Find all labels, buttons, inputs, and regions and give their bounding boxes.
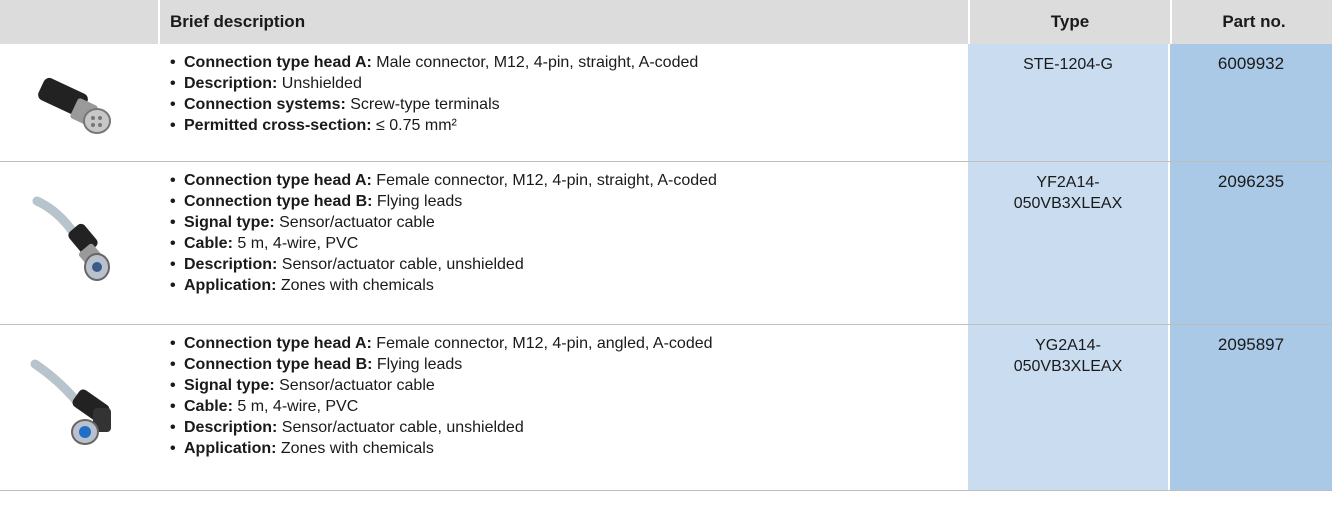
list-item: Description: Sensor/actuator cable, unsh… xyxy=(168,417,968,438)
table-row: Connection type head A: Female connector… xyxy=(0,325,1332,491)
description-list: Connection type head A: Female connector… xyxy=(168,333,968,459)
header-part-no: Part no. xyxy=(1170,0,1332,44)
list-item: Signal type: Sensor/actuator cable xyxy=(168,375,968,396)
type-cell: YF2A14-050VB3XLEAX xyxy=(968,162,1168,324)
list-item: Connection type head B: Flying leads xyxy=(168,354,968,375)
straight-male-connector-icon xyxy=(0,44,158,161)
description-list: Connection type head A: Female connector… xyxy=(168,170,968,296)
list-item: Application: Zones with chemicals xyxy=(168,275,968,296)
list-item: Application: Zones with chemicals xyxy=(168,438,968,459)
accessories-table: Brief description Type Part no. Connecti… xyxy=(0,0,1332,491)
list-item: Description: Sensor/actuator cable, unsh… xyxy=(168,254,968,275)
list-item: Permitted cross-section: ≤ 0.75 mm² xyxy=(168,115,968,136)
part-no-cell: 2095897 xyxy=(1168,325,1332,490)
table-header: Brief description Type Part no. xyxy=(0,0,1332,44)
header-brief-description: Brief description xyxy=(158,0,968,44)
part-no-cell: 6009932 xyxy=(1168,44,1332,161)
list-item: Description: Unshielded xyxy=(168,73,968,94)
list-item: Connection type head A: Male connector, … xyxy=(168,52,968,73)
straight-female-cable-connector-icon xyxy=(0,162,158,324)
header-image-column xyxy=(0,0,158,44)
description-list: Connection type head A: Male connector, … xyxy=(168,52,968,136)
type-cell: YG2A14-050VB3XLEAX xyxy=(968,325,1168,490)
list-item: Connection type head A: Female connector… xyxy=(168,333,968,354)
list-item: Connection type head B: Flying leads xyxy=(168,191,968,212)
part-no-cell: 2096235 xyxy=(1168,162,1332,324)
list-item: Signal type: Sensor/actuator cable xyxy=(168,212,968,233)
angled-female-cable-connector-icon xyxy=(0,325,158,490)
type-cell: STE-1204-G xyxy=(968,44,1168,161)
table-row: Connection type head A: Female connector… xyxy=(0,162,1332,325)
list-item: Connection systems: Screw-type terminals xyxy=(168,94,968,115)
list-item: Connection type head A: Female connector… xyxy=(168,170,968,191)
list-item: Cable: 5 m, 4-wire, PVC xyxy=(168,396,968,417)
list-item: Cable: 5 m, 4-wire, PVC xyxy=(168,233,968,254)
header-type: Type xyxy=(968,0,1170,44)
table-row: Connection type head A: Male connector, … xyxy=(0,44,1332,162)
